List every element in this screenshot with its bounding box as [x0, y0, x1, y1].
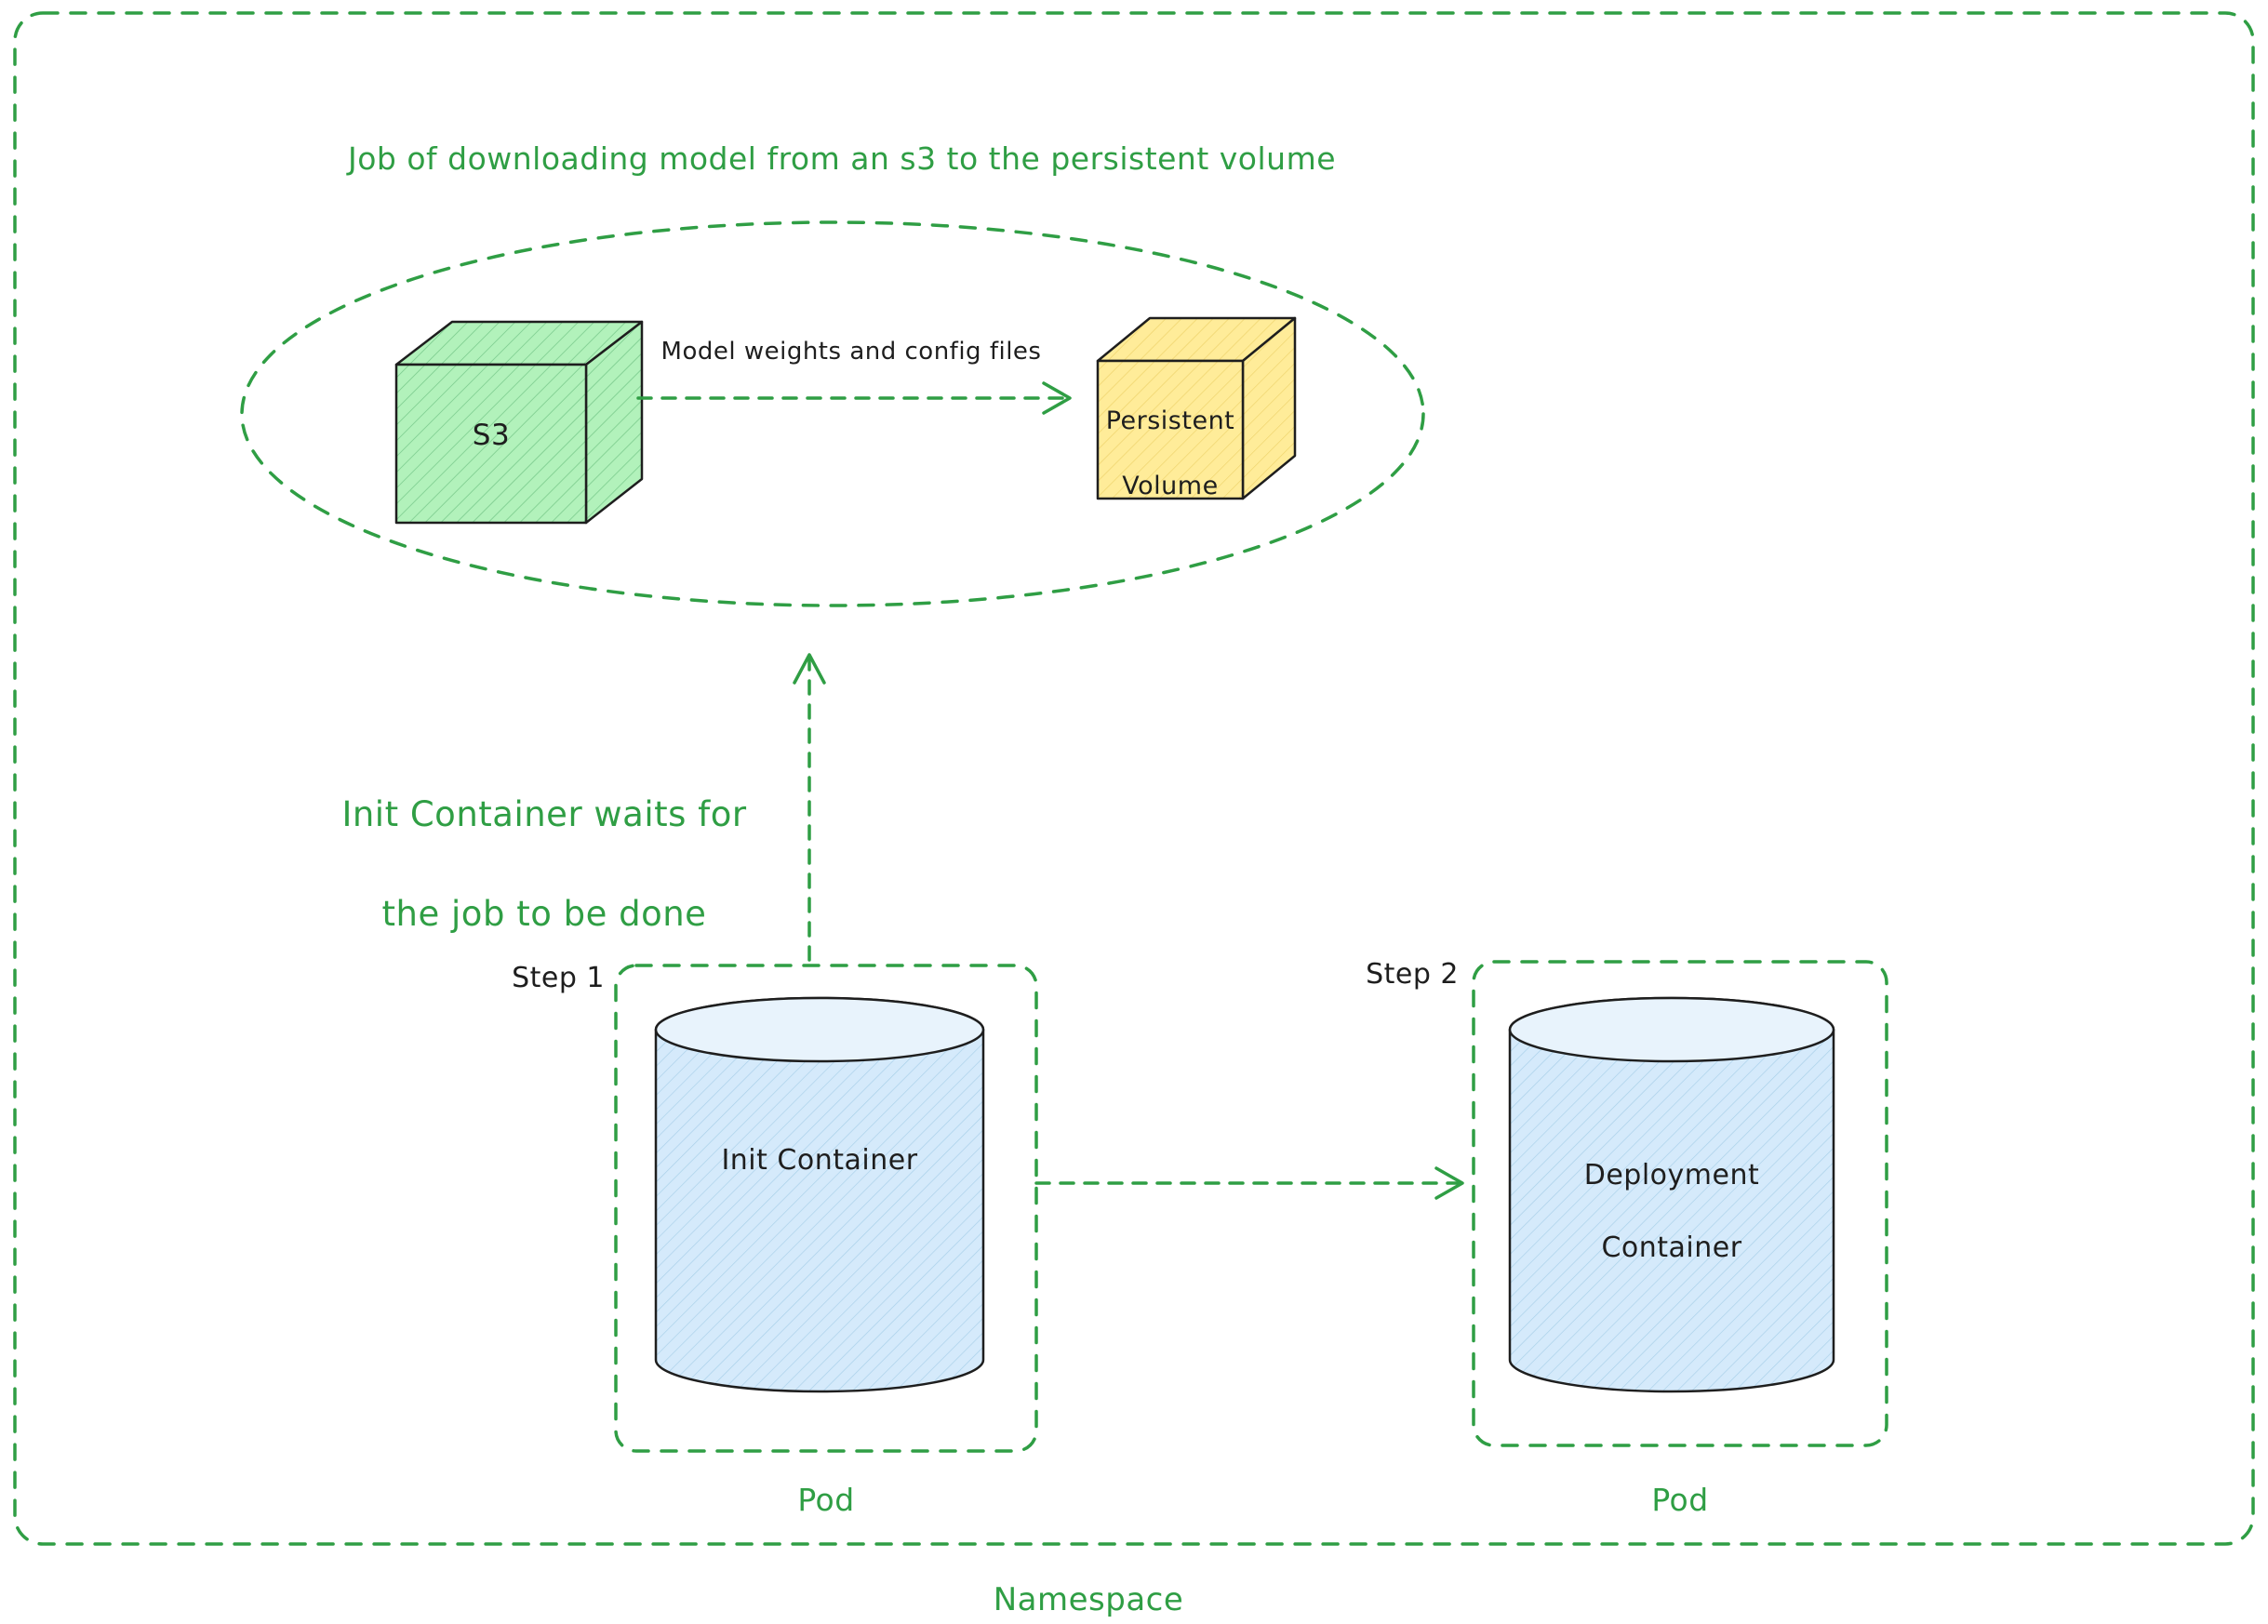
step1-label: Step 1: [512, 962, 605, 994]
namespace-border: [13, 11, 2255, 1546]
diagram-title: Job of downloading model from an s3 to t…: [347, 140, 1337, 177]
init-waits-note-line2: the job to be done: [381, 893, 707, 934]
s3-cube-front: [394, 363, 588, 525]
step2-pod-label: Pod: [1651, 1482, 1709, 1518]
init-container-label: Init Container: [721, 1144, 918, 1177]
deployment-container-label: Deployment Container: [1510, 1121, 1834, 1302]
deployment-cylinder-top: [1508, 996, 1835, 1063]
step1-pod-label: Pod: [797, 1482, 855, 1518]
job-ellipse: [240, 220, 1425, 607]
s3-label: S3: [472, 419, 511, 452]
step2-pod-box: [1472, 960, 1888, 1447]
s3-to-pv-arrow: [636, 381, 1072, 415]
deployment-label-line1: Deployment: [1583, 1159, 1760, 1191]
namespace-label: Namespace: [993, 1581, 1184, 1618]
step1-pod-box: [614, 964, 1038, 1453]
pv-cube-front: [1096, 359, 1245, 500]
deployment-label-line2: Container: [1601, 1231, 1742, 1264]
deployment-container-cylinder: [1508, 996, 1835, 1393]
init-waits-note: Init Container waits for the job to be d…: [293, 739, 795, 989]
persistent-volume-label: Persistent Volume: [1094, 372, 1247, 535]
step2-label: Step 2: [1366, 958, 1459, 991]
init-cylinder-top: [654, 996, 985, 1063]
pv-label-line1: Persistent: [1105, 406, 1235, 436]
pod-to-job-arrow: [793, 653, 826, 962]
init-container-cylinder: [654, 996, 985, 1393]
s3-cube: [394, 320, 644, 525]
init-waits-note-line1: Init Container waits for: [341, 793, 747, 834]
step1-to-step2-arrow: [1034, 1166, 1464, 1200]
arrow-label-model-weights: Model weights and config files: [660, 338, 1042, 366]
pv-label-line2: Volume: [1122, 472, 1219, 501]
persistent-volume-cube: [1096, 316, 1297, 500]
